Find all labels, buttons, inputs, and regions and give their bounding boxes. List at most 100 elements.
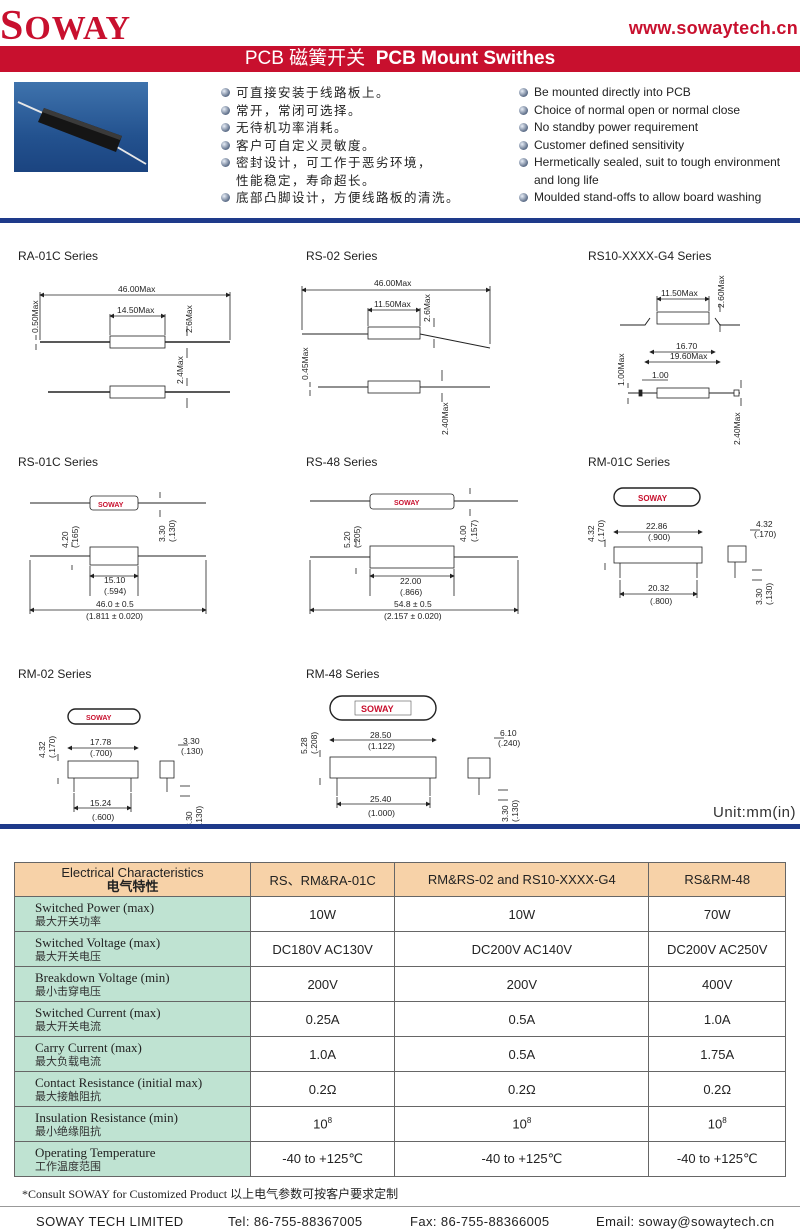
series-label-rm48: RM-48 Series (306, 667, 379, 681)
table-header-cell: RS、RM&RA-01C (249, 862, 396, 897)
dim-label: 46.00Max (374, 278, 412, 288)
table-cell: 10W (394, 896, 650, 932)
list-item: 底部凸脚设计，方便线路板的清洗。 (220, 189, 460, 207)
footer: SOWAY TECH LIMITED Tel: 86-755-88367005 … (0, 1206, 800, 1230)
unit-label: Unit:mm(in) (713, 804, 796, 821)
list-item: 常开，常闭可选择。 (220, 102, 460, 120)
dim-label: 19.60Max (670, 351, 708, 361)
table-cell: 1.0A (648, 1001, 786, 1037)
series-label-rs02: RS-02 Series (306, 249, 377, 263)
dim-label: (1.000) (368, 808, 395, 818)
dim-label: (.170) (596, 520, 606, 542)
customization-note: *Consult SOWAY for Customized Product 以上… (22, 1187, 399, 1201)
features-en-list: Be mounted directly into PCB Choice of n… (518, 84, 780, 207)
row-label: Switched Current (max)最大开关电流 (14, 1001, 251, 1037)
dim-label: 4.00 (458, 525, 468, 542)
list-item: Hermetically sealed, suit to tough envir… (518, 154, 780, 172)
table-cell: DC200V AC140V (394, 931, 650, 967)
dim-label: (.130) (194, 806, 204, 828)
bullet-icon (221, 123, 230, 132)
dim-label: (.700) (90, 748, 112, 758)
table-row: Breakdown Voltage (min)最小击穿电压 200V 200V … (14, 966, 786, 1002)
dim-label: 54.8 ± 0.5 (394, 599, 432, 609)
dim-label: (.240) (498, 738, 520, 748)
dim-label: 3.30 (754, 588, 764, 605)
dim-label: 2.4Max (175, 355, 185, 384)
list-item: 密封设计，可工作于恶劣环境， (220, 154, 460, 172)
ra01c-drawing: 46.00Max 14.50Max 2.6Max 0.50Max 2.4Max (30, 284, 231, 408)
rm01c-drawing: SOWAY 22.86 (.900) 4.32 (.170) 20.32 (.8… (586, 487, 776, 606)
bullet-icon (519, 88, 528, 97)
table-cell: 1.75A (648, 1036, 786, 1072)
features-zh-list: 可直接安装于线路板上。 常开，常闭可选择。 无待机功率消耗。 客户可自定义灵敏度… (220, 84, 460, 207)
table-cell: 10W (249, 896, 396, 932)
soway-mark: SOWAY (394, 500, 420, 507)
dim-label: (.170) (47, 736, 57, 758)
fax-number: Fax: 86-755-88366005 (410, 1214, 550, 1229)
dim-label: 25.40 (370, 794, 392, 804)
email-address[interactable]: Email: soway@sowaytech.cn (596, 1214, 775, 1229)
dim-label: (1.811 ± 0.020) (86, 611, 143, 621)
dim-label: 4.20 (60, 531, 70, 548)
company-name: SOWAY TECH LIMITED (36, 1214, 184, 1229)
table-cell: 0.2Ω (249, 1071, 396, 1107)
table-row: Switched Current (max)最大开关电流 0.25A 0.5A … (14, 1001, 786, 1037)
rs01c-drawing: SOWAY 3.30 (.130) 4.20 (.165) 15.10 (.59… (29, 492, 207, 621)
series-label-rm01c: RM-01C Series (588, 455, 670, 469)
dim-label: 28.50 (370, 730, 392, 740)
soway-logo: SOWAY (0, 3, 132, 49)
bullet-icon (221, 158, 230, 167)
dim-label: (.170) (754, 529, 776, 539)
list-item: Be mounted directly into PCB (518, 84, 780, 102)
dim-label: (.130) (181, 746, 203, 756)
bullet-icon (221, 88, 230, 97)
rs48-drawing: SOWAY 4.00 (.157) 5.20 (.205) 22.00 (.86… (309, 488, 519, 621)
dim-label: 46.00Max (118, 284, 156, 294)
table-cell: DC200V AC250V (648, 931, 786, 967)
dim-label: 2.40Max (732, 412, 742, 445)
dim-label: (.205) (352, 526, 362, 548)
table-cell: 200V (249, 966, 396, 1002)
dimension-drawings: RA-01C Series RS-02 Series RS10-XXXX-G4 … (18, 249, 776, 828)
table-cell: 1.0A (249, 1036, 396, 1072)
dim-label: (.600) (92, 812, 114, 822)
table-cell: 108 (249, 1106, 396, 1142)
table-cell: 400V (648, 966, 786, 1002)
bullet-icon (221, 105, 230, 115)
table-row: Carry Current (max)最大负载电流 1.0A 0.5A 1.75… (14, 1036, 786, 1072)
dim-label: 5.20 (342, 531, 352, 548)
phone-number: Tel: 86-755-88367005 (228, 1214, 363, 1229)
row-label: Contact Resistance (initial max)最大接触阻抗 (14, 1071, 251, 1107)
table-header-cell: RS&RM-48 (648, 862, 786, 897)
dim-label: (2.157 ± 0.020) (384, 611, 442, 621)
bullet-icon (221, 140, 230, 150)
dim-label: 11.50Max (661, 288, 698, 298)
table-cell: -40 to +125℃ (394, 1141, 650, 1177)
table-cell: -40 to +125℃ (648, 1141, 786, 1177)
bullet-icon (221, 193, 230, 202)
table-row: Switched Power (max)最大开关功率 10W 10W 70W (14, 896, 786, 932)
table-row: Contact Resistance (initial max)最大接触阻抗 0… (14, 1071, 786, 1107)
bullet-icon (519, 193, 528, 202)
dim-label: (.165) (70, 526, 80, 548)
website-url[interactable]: www.sowaytech.cn (628, 18, 798, 38)
page-title: PCB 磁簧开关 PCB Mount Swithes (0, 46, 800, 72)
series-label-rs48: RS-48 Series (306, 455, 377, 469)
dim-label: (.130) (510, 800, 520, 822)
table-header-cell: RM&RS-02 and RS10-XXXX-G4 (394, 862, 650, 897)
row-label: Carry Current (max)最大负载电流 (14, 1036, 251, 1072)
series-label-rm02: RM-02 Series (18, 667, 91, 681)
list-item: 无待机功率消耗。 (220, 119, 460, 137)
dim-label: (.594) (104, 586, 126, 596)
dim-label: 22.00 (400, 576, 422, 586)
dim-label: 46.0 ± 0.5 (96, 599, 134, 609)
rm02-drawing: SOWAY 17.78 (.700) 4.32 (.170) 15.24 (.6… (37, 708, 204, 828)
dim-label: 1.00Max (616, 353, 626, 386)
list-item: Customer defined sensitivity (518, 137, 780, 155)
list-item: 客户可自定义灵敏度。 (220, 137, 460, 155)
dim-label: 0.50Max (30, 300, 40, 333)
list-item: 性能稳定，寿命超长。 (236, 172, 377, 188)
